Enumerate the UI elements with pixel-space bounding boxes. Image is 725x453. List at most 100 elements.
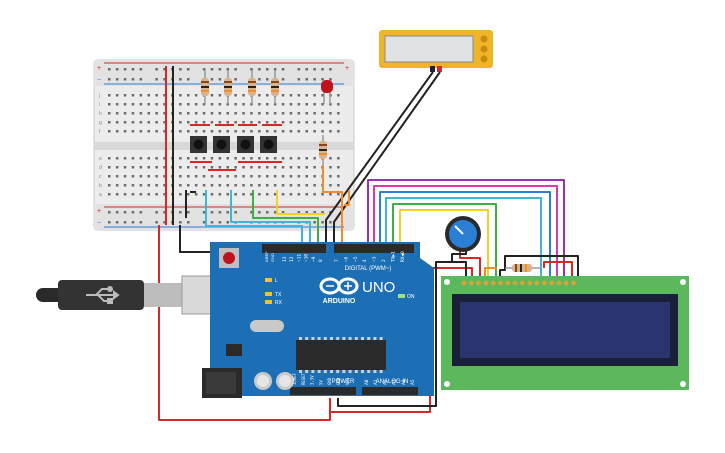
digital-pin-label: ~10 [304,254,310,262]
reset-button[interactable] [219,248,239,268]
chip-pin [342,337,346,340]
rx-label: RX [275,300,283,306]
rail-minus-label-bottom: − [97,220,101,227]
breadboard-row-letter: f [99,129,101,135]
digital-pin-label: ~6 [343,256,349,262]
rx-led [265,300,272,304]
analog-pin-label: A0 [364,379,370,385]
chip-pin [348,337,352,340]
lcd-pin [563,280,569,286]
tx-label: TX [275,292,282,298]
lcd-pin [527,280,533,286]
chip-pin [323,370,327,373]
multimeter[interactable] [379,30,493,72]
chip-pin [336,337,340,340]
power-header [290,387,356,395]
lcd-16x2-display[interactable] [441,276,689,390]
arduino-infinity-logo-icon [319,277,359,295]
capacitor-icon [276,372,294,390]
breadboard-row-letter: i [99,102,100,108]
chip-pin [361,370,364,373]
chip-pin [299,370,302,373]
resistor-icon[interactable] [271,70,279,104]
digital-pin-label: ~3 [372,256,378,262]
crystal-oscillator [250,320,284,332]
potentiometer-icon[interactable] [445,216,481,252]
breadboard-row-letter: j [98,93,100,99]
power-pin-label: GND [327,377,332,385]
rail-minus-label: − [97,77,101,84]
usb-cable-icon[interactable] [36,275,229,315]
breadboard-row-letter: e [99,156,102,162]
pushbutton-icon[interactable] [260,136,277,153]
analog-header [362,387,418,395]
breadboard-row-letter: d [99,165,102,171]
rail-plus-label: + [97,65,101,72]
power-pin-label: IOREF [292,372,297,385]
resistor-icon[interactable] [505,264,540,272]
wires [158,66,579,421]
aref-label: AREF [264,251,269,262]
l-led [265,278,272,282]
analog-in-label: ANALOG IN [376,379,409,385]
pushbutton-icon[interactable] [190,136,207,153]
digital-pin-label: 4 [362,259,368,262]
lcd-pin [505,280,511,286]
chip-pin [330,337,333,340]
lcd-pin [490,280,496,286]
capacitor-icon [254,372,272,390]
power-jack-icon[interactable] [202,368,242,398]
breadboard-row-letter: h [99,111,102,117]
led-icon[interactable] [321,80,333,104]
chip-pin [367,337,371,340]
breadboard-row-letter: c [99,174,102,180]
chip-pin [373,337,377,340]
analog-pin-label: A4 [401,379,407,385]
lcd-pin [571,280,576,286]
digital-header-right [334,244,414,253]
breadboard-row-letter: a [99,192,102,198]
chip-pin [336,370,340,373]
lcd-pin [549,280,554,286]
chip-pin [379,370,383,373]
power-label: POWER [332,379,355,385]
power-pin-label: Vin [345,377,350,385]
lcd-pin [483,280,489,286]
digital-pin-label: 7 [334,259,340,262]
pushbutton-icon[interactable] [213,136,230,153]
breadboard-row-letter: b [99,183,102,189]
lcd-pin [468,280,474,286]
lcd-pin [556,280,562,286]
resistor-icon[interactable] [319,135,327,165]
resistor-icon[interactable] [248,70,256,104]
digital-pin-label: 12 [289,256,295,262]
chip-pin [379,337,383,340]
resistor-icon[interactable] [224,70,232,104]
lcd-pin-header [461,280,576,286]
chip-pin [311,337,315,340]
digital-pin-label: ~11 [296,254,302,262]
chip-pin [323,337,327,340]
lcd-pin [498,280,503,286]
pushbutton-icon[interactable] [237,136,254,153]
on-led [398,294,405,298]
power-pin-label: 3.3V [310,375,315,385]
chip-pin [317,370,321,373]
lcd-pin [476,280,481,286]
digital-pin-label: ~9 [311,256,317,262]
voltage-regulator [226,344,242,356]
chip-pin [311,370,315,373]
rail-plus-label-bottom: + [97,208,101,215]
arduino-uno-board[interactable]: ARDUINO UNO DIGITAL (PWM~) POWER ANALOG … [202,242,434,398]
lcd-pin [512,280,518,286]
breadboard-row-letter: g [99,120,102,126]
power-pin-label: 5V [318,380,323,385]
analog-pin-label: A3 [392,379,398,385]
lcd-pin [541,280,547,286]
resistor-icon[interactable] [201,70,209,104]
chip-pin [354,370,358,373]
power-pin-label: RESET [301,372,306,385]
